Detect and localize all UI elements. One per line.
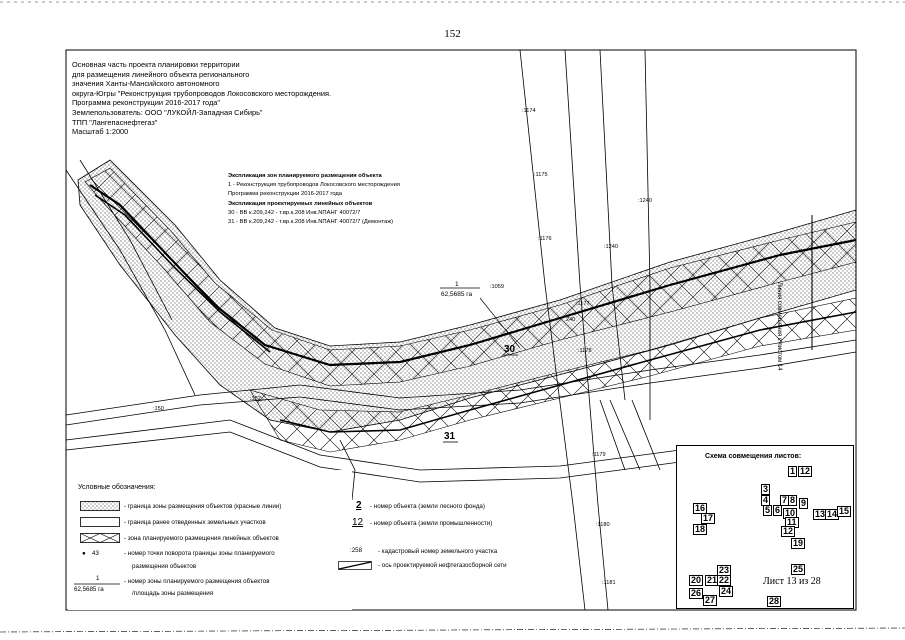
zone-leader [479, 297, 521, 349]
cad-label: :1177 [576, 301, 590, 307]
legend-item: /площадь зоны размещения [132, 590, 214, 597]
legend-axis-swatch [338, 561, 372, 570]
sheet-number: 12 [798, 466, 813, 477]
sheet-number: 5 [763, 505, 773, 516]
sheet-number: 6 [773, 505, 783, 516]
explication-block: Экспликация зон планируемого размещения … [228, 172, 400, 227]
zone-1-cont: Программа реконструкции 2016-2017 года [228, 191, 343, 198]
object-31-desc: 31 - ВВ к.209,242 - т.вр.к.208 Инв.NПАНГ… [228, 219, 394, 226]
legend-industry-num: 12 [352, 517, 364, 528]
sheet-number: 17 [701, 513, 716, 524]
pipeline-axis-31 [94, 194, 271, 353]
legend-item: - граница зоны размещения объектов (крас… [124, 503, 282, 510]
cad-label: 240 [566, 317, 576, 323]
sheet-number: 27 [703, 595, 718, 606]
sheet-number: 16 [693, 503, 708, 514]
zone-fraction-num: 1 [455, 281, 459, 288]
legend-item: - кадастровый номер земельного участка [378, 548, 498, 555]
sheet-number: 25 [791, 564, 806, 575]
sheet-number: 23 [717, 565, 732, 576]
header-line: значения Ханты-Мансийского автономного [72, 79, 220, 89]
header-line: для размещения линейного объекта региона… [72, 69, 250, 79]
header-line: Масштаб 1:2000 [72, 127, 129, 137]
legend-fraction-bar [74, 583, 120, 585]
legend-title: Условные обозначения: [78, 484, 156, 491]
match-line-label: Линия совмещения с листом 14 [776, 282, 782, 371]
sheet-number: 12 [781, 526, 796, 537]
header-line: Землепользователь: ООО "ЛУКОЙЛ-Западная … [72, 107, 263, 117]
project-header: Основная часть проекта планировки террит… [72, 60, 332, 137]
sheet-number: 3 [761, 484, 771, 495]
cad-label: :1180 [596, 522, 610, 528]
cad-label: :1174 [522, 108, 536, 114]
sheet-scheme: Схема совмещения листов: 1 12 3 4 5 6 7 … [676, 445, 854, 609]
header-line: округа-Югры "Реконструкция трубопроводов… [72, 88, 332, 98]
page-edge [0, 627, 905, 633]
sheet-number: 1 [788, 466, 798, 477]
zone-fraction-den: 62,5685 га [441, 291, 473, 298]
legend-cad-num: :258 [350, 547, 363, 554]
sheet-number: 8 [788, 495, 798, 506]
object-31-label: 31 [444, 431, 456, 442]
legend-point-dot-icon: ● [82, 550, 86, 557]
zones-title: Экспликация зон планируемого размещения … [228, 173, 382, 179]
sheet-scheme-title: Схема совмещения листов: [705, 453, 802, 460]
legend-item: - зона планируемого размещения линейных … [124, 535, 279, 542]
cad-label: :1240 [638, 198, 652, 204]
pipeline-axis-31b [279, 311, 857, 433]
current-sheet: Лист 13 из 28 [763, 576, 821, 587]
sheet-number: 15 [837, 506, 852, 517]
objects-title: Экспликация проектируемых линейных объек… [228, 200, 373, 207]
legend-item: - граница ранее отведенных земельных уча… [124, 519, 266, 526]
cad-label: :152 [250, 396, 261, 402]
sheet-number: 19 [791, 538, 806, 549]
cad-label: :1178 [578, 348, 592, 354]
legend-item: размещения объектов [132, 563, 197, 570]
cad-label: :1176 [538, 236, 552, 242]
cad-label: :1181 [602, 580, 616, 586]
cad-label: :1240 [604, 244, 618, 250]
legend-item: - ось проектируемой нефтегазосборной сет… [378, 562, 507, 569]
legend-prev-swatch [80, 517, 120, 527]
sheet-number: 26 [689, 588, 704, 599]
legend-item: - номер объекта (земли промышленности) [370, 520, 493, 527]
sheet-number: 18 [693, 524, 708, 535]
legend-fraction-num: 1 [96, 575, 100, 582]
legend-fraction-den: 62,5685 га [74, 586, 104, 593]
object-30-label: 30 [504, 344, 516, 355]
legend-item: - номер точки поворота границы зоны план… [124, 550, 275, 557]
legend-forest-num: 2 [356, 500, 362, 511]
sheet-number: 24 [719, 586, 734, 597]
header-line: ТПП "Лангепаснефтегаз" [72, 117, 158, 127]
sheet-number: 22 [717, 575, 732, 586]
legend-dotted-swatch [80, 501, 120, 511]
legend-item: - номер объекта (земли лесного фонда) [370, 503, 485, 510]
legend: Условные обозначения: - граница зоны раз… [68, 470, 507, 610]
sheet-number: 28 [767, 596, 782, 607]
header-line: Основная часть проекта планировки террит… [72, 60, 240, 69]
legend-point-num: 43 [92, 550, 99, 557]
cad-label: :1059 [490, 284, 504, 290]
sheet-number: 9 [799, 498, 809, 509]
cad-label: :150 [153, 406, 164, 412]
cad-label: :1175 [534, 172, 548, 178]
page-number: 152 [444, 28, 461, 40]
object-30-desc: 30 - ВВ к.209,242 - т.вр.к.208 Инв.NПАНГ… [228, 209, 361, 216]
sheet-number: 20 [689, 575, 704, 586]
header-line: Программа реконструкции 2016-2017 года" [72, 98, 221, 108]
legend-item: - номер зоны планируемого размещения объ… [124, 578, 270, 585]
cad-label: :1179 [592, 452, 606, 458]
pipeline-axis-30 [89, 184, 857, 367]
zone-1: 1 - Реконструкция трубопроводов Локосовс… [228, 182, 400, 189]
legend-cross-swatch [80, 533, 120, 543]
linear-zone-cross-lower [249, 297, 857, 453]
